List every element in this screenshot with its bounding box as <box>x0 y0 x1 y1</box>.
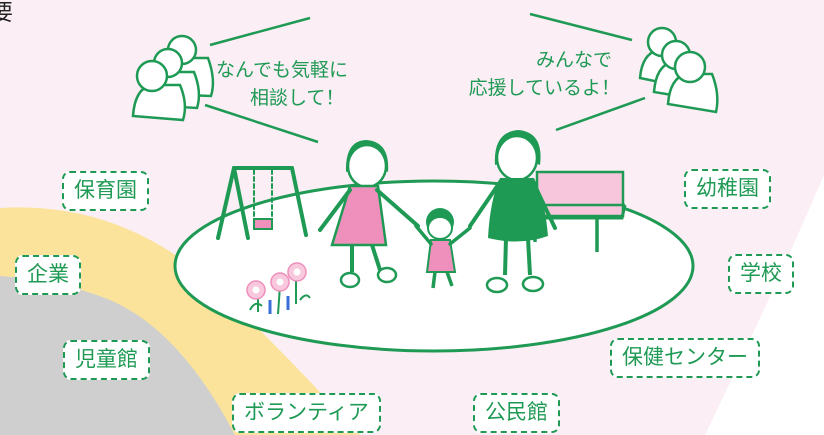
people-group-left-icon <box>131 34 215 122</box>
label-hoikuen: 保育園 <box>62 171 149 211</box>
father-figure-icon <box>468 130 557 294</box>
speech-left-line-1: なんでも気軽に <box>216 59 349 81</box>
partial-heading-text: 要 <box>0 1 14 26</box>
bench-icon <box>525 170 627 252</box>
label-gakko: 学校 <box>728 254 794 294</box>
label-yochien: 幼稚園 <box>684 169 771 209</box>
speech-lines <box>204 12 646 144</box>
label-hoken-center: 保健センター <box>610 338 760 378</box>
swing-seat <box>253 218 273 230</box>
label-volunteer: ボランティア <box>232 393 381 433</box>
speech-right-line-2: 応援しているよ！ <box>468 77 620 99</box>
people-group-right-icon <box>638 26 719 114</box>
speech-text-right: みんなで 応援しているよ！ <box>432 46 620 102</box>
label-kominkan: 公民館 <box>473 393 560 433</box>
swing-icon <box>216 166 308 240</box>
flowers-icon <box>246 262 311 315</box>
mother-figure-icon <box>318 140 420 289</box>
speech-right-line-1: みんなで <box>535 49 612 71</box>
label-jidokan: 児童館 <box>63 340 150 380</box>
yellow-band <box>0 207 360 435</box>
child-figure-icon <box>414 208 472 289</box>
speech-text-left: なんでも気軽に 相談して！ <box>216 56 348 112</box>
speech-left-line-2: 相談して！ <box>250 87 345 109</box>
label-kigyo: 企業 <box>15 255 81 295</box>
